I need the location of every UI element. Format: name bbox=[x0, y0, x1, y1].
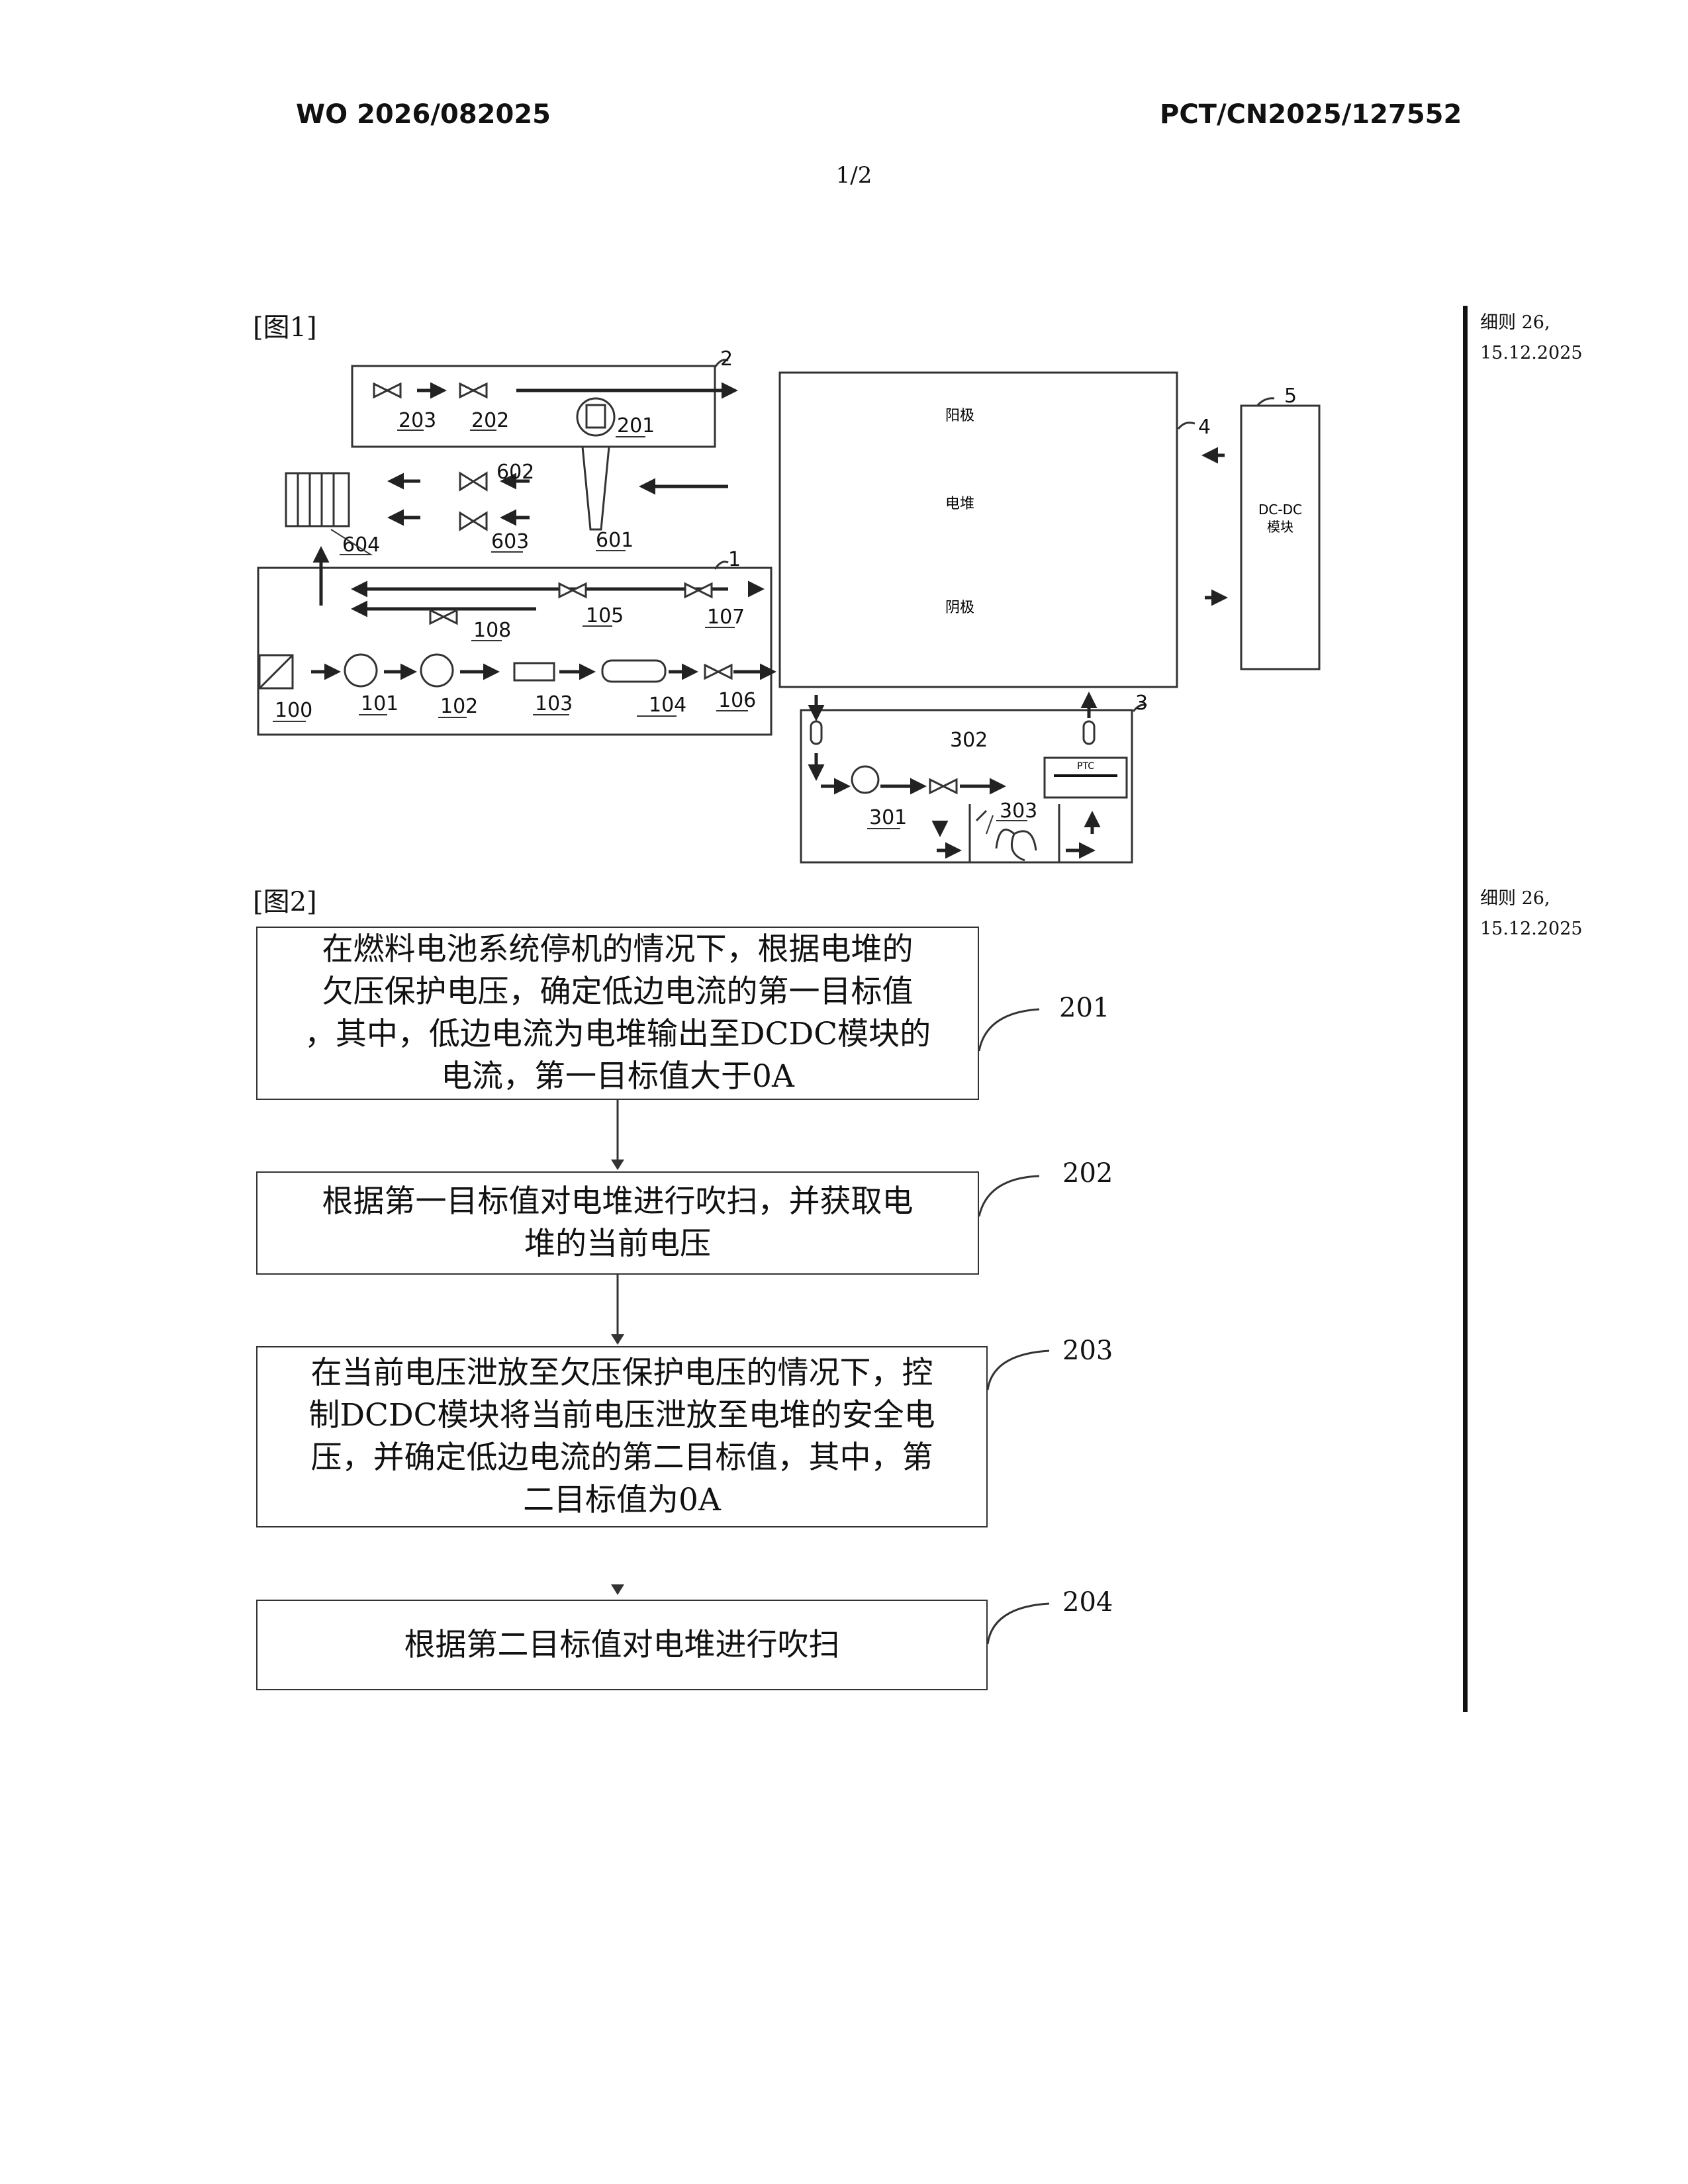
step-number-201: 201 bbox=[1059, 993, 1109, 1023]
leader-201 bbox=[979, 1009, 1039, 1051]
arrow-203-204 bbox=[611, 1584, 624, 1595]
leader-202 bbox=[979, 1176, 1039, 1216]
leader-204 bbox=[988, 1604, 1049, 1644]
step-number-202: 202 bbox=[1062, 1158, 1113, 1189]
step-number-204: 204 bbox=[1062, 1587, 1113, 1617]
leader-203 bbox=[988, 1351, 1049, 1390]
step-number-203: 203 bbox=[1062, 1336, 1113, 1366]
